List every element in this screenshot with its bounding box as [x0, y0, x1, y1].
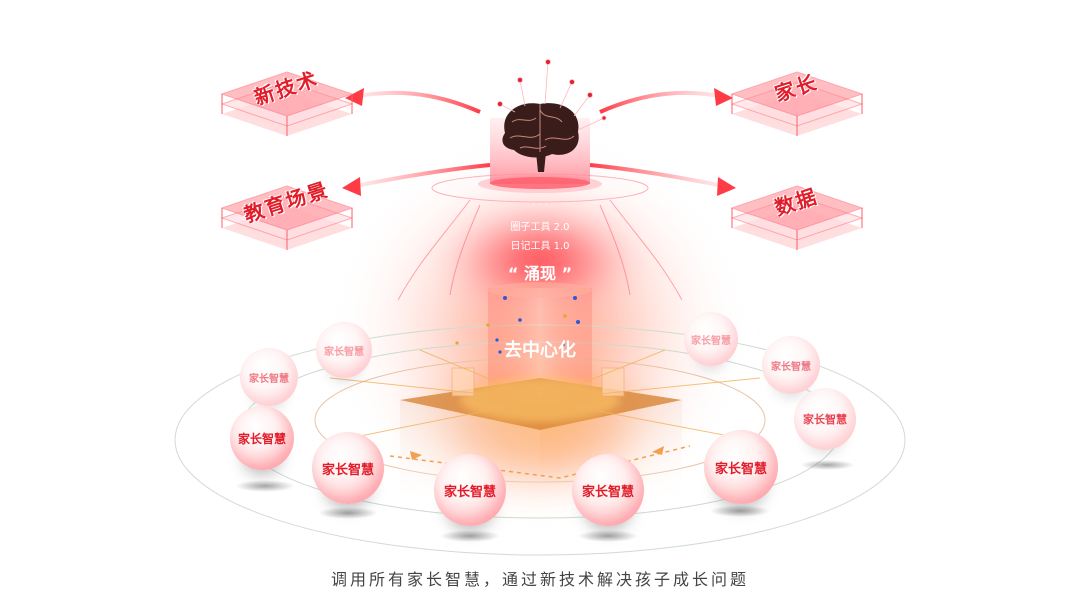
sphere-shadow [710, 505, 770, 517]
brain-antennas [497, 59, 607, 131]
panel-stack-icon [730, 185, 864, 250]
sphere-parent-wisdom: 家长智慧 [240, 348, 298, 406]
sphere-shadow [440, 530, 500, 542]
sphere-parent-wisdom: 家长智慧 [316, 322, 372, 378]
panel-data: 数据 [722, 168, 872, 268]
arrow-icon [410, 451, 422, 460]
sphere-parent-wisdom: 家长智慧 [684, 312, 738, 366]
panel-new-tech: 新技术 [212, 54, 362, 154]
sphere-shadow [578, 530, 638, 542]
sphere-label: 家长智慧 [237, 431, 286, 446]
decentralize-label: 去中心化 [504, 340, 576, 361]
arrow-icon [349, 163, 491, 189]
panel-parents: 家长 [722, 54, 872, 154]
panel-education-scene: 教育场景 [212, 168, 362, 268]
panel-stack-icon [730, 71, 864, 136]
arrow-icon [652, 446, 664, 455]
sphere-label: 家长智慧 [324, 346, 364, 358]
sphere-label: 家长智慧 [443, 484, 496, 500]
arrow-icon [342, 177, 361, 196]
sphere-label: 家长智慧 [691, 335, 731, 347]
particles [455, 296, 580, 354]
sphere-shadow [318, 507, 378, 519]
arrow-icon [351, 90, 481, 114]
brain-icon [502, 103, 579, 172]
arrow-icon [345, 88, 364, 106]
tool-line-circle: 圈子工具 2.0 [510, 222, 570, 233]
sphere-parent-wisdom: 家长智慧 [704, 430, 778, 504]
funnel-curves [397, 199, 683, 301]
arrow-icon [714, 88, 733, 106]
arrow-icon [599, 90, 726, 114]
sphere-label: 家长智慧 [581, 484, 634, 500]
glow-upper [420, 190, 660, 330]
sphere-label: 家长智慧 [803, 413, 847, 426]
pillar-right [601, 367, 625, 397]
sphere-shadow [235, 480, 295, 492]
sphere-parent-wisdom: 家长智慧 [230, 406, 294, 470]
sphere-parent-wisdom: 家长智慧 [762, 336, 820, 394]
panel-stack-icon [220, 71, 354, 136]
caption: 调用所有家长智慧，通过新技术解决孩子成长问题 [330, 570, 749, 589]
sphere-label: 家长智慧 [321, 462, 374, 478]
platform-rays [329, 349, 761, 441]
brain-container-base [490, 177, 590, 189]
sphere-label: 家长智慧 [714, 461, 767, 477]
sphere-parent-wisdom: 家长智慧 [434, 454, 506, 526]
arrow-icon [589, 163, 729, 189]
sphere-parent-wisdom: 家长智慧 [794, 388, 856, 450]
emergence-label: “ 涌现 ” [507, 264, 573, 283]
tool-line-diary: 日记工具 1.0 [510, 241, 570, 252]
panel-stack-icon [220, 185, 354, 250]
sphere-parent-wisdom: 家长智慧 [572, 454, 644, 526]
sphere-label: 家长智慧 [771, 361, 811, 373]
sphere-label: 家长智慧 [249, 373, 289, 385]
arrow-icon [717, 177, 736, 196]
sphere-shadow [800, 460, 855, 470]
ellipsis-dots: · · · [532, 200, 548, 211]
cylinder-top [488, 282, 592, 298]
sphere-parent-wisdom: 家长智慧 [312, 432, 384, 504]
